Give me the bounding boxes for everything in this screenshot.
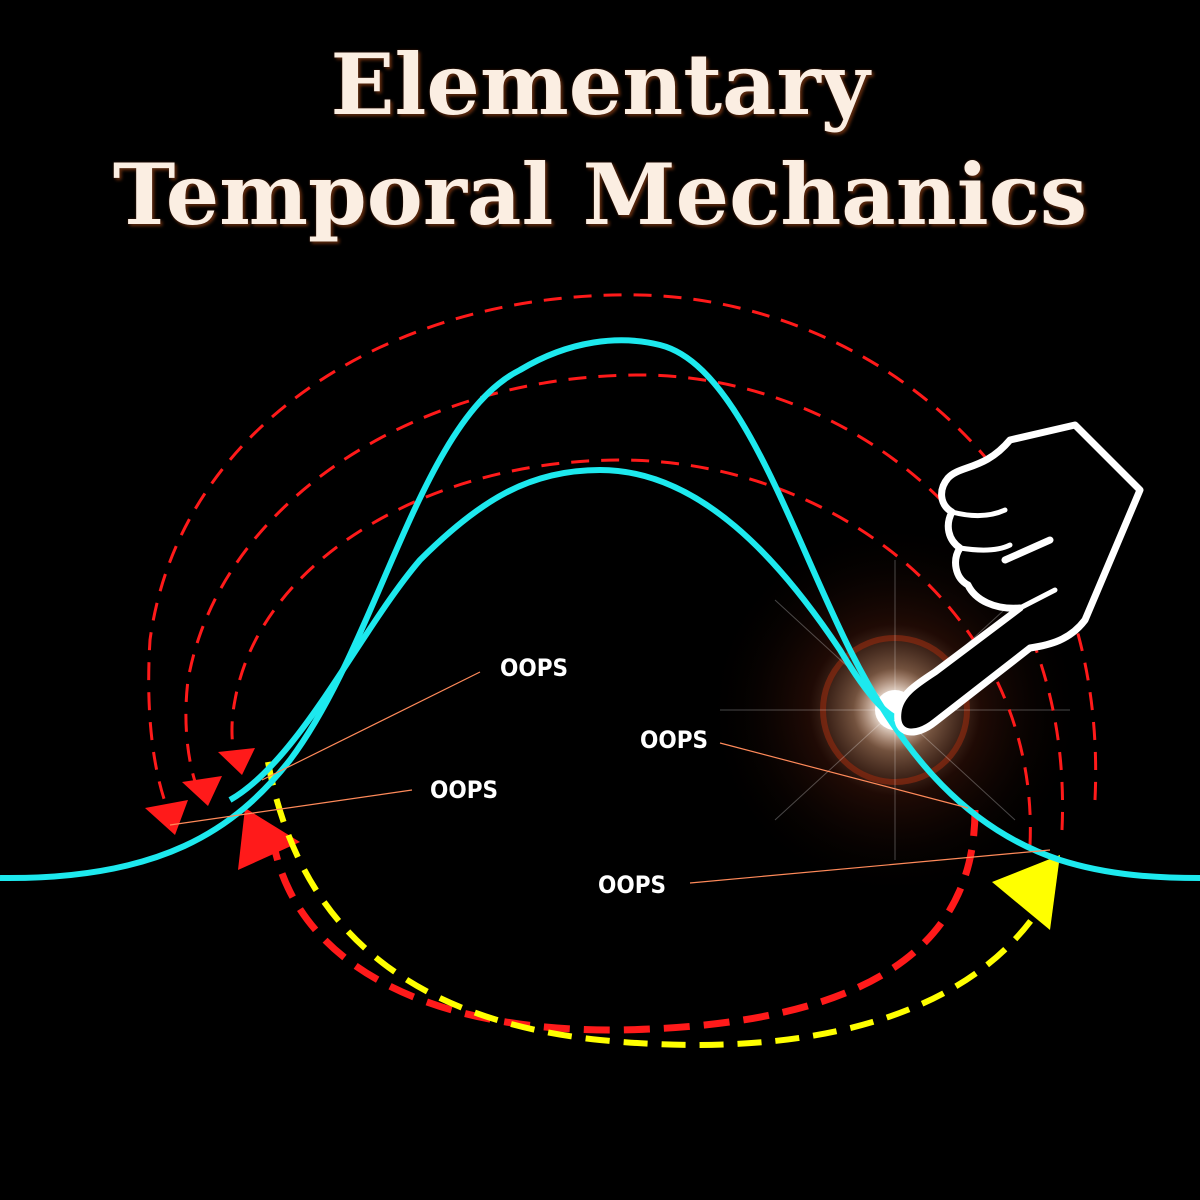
page-title: Elementary Temporal Mechanics <box>0 30 1200 250</box>
oops-pointer-3 <box>719 742 969 809</box>
timelines <box>0 337 1200 882</box>
oops-pointer-2 <box>169 789 413 826</box>
red-loop-thick <box>271 809 979 1034</box>
timeline-short <box>228 466 906 803</box>
red-loop-inner <box>230 458 1032 846</box>
red-arrow-head-1 <box>145 800 188 835</box>
red-arrow-head-big <box>238 808 300 870</box>
title-line-2: Temporal Mechanics <box>112 145 1088 244</box>
pointing-hand-icon <box>894 421 1144 736</box>
timeline-tall <box>0 337 1200 882</box>
title-line-1: Elementary <box>330 35 870 134</box>
red-dashed-loops-thin <box>147 293 1098 846</box>
oops-pointer-1 <box>261 671 481 781</box>
oops-label-2: OOPS <box>430 776 498 804</box>
oops-pointers <box>169 671 1051 884</box>
oops-label-4: OOPS <box>598 871 666 899</box>
yellow-loop <box>265 761 1038 1048</box>
red-arrowheads-small <box>145 748 255 835</box>
red-arrow-head-3 <box>218 748 255 775</box>
yellow-arrow-head <box>992 855 1060 930</box>
oops-label-3: OOPS <box>640 726 708 754</box>
red-arrow-head-2 <box>182 776 222 806</box>
red-loop-outer <box>147 293 1098 816</box>
oops-label-1: OOPS <box>500 654 568 682</box>
oops-pointer-4 <box>689 849 1051 884</box>
